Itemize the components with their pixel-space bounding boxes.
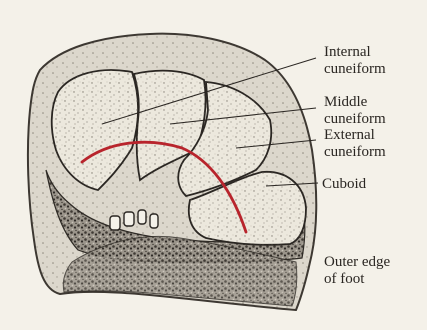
label-external-cuneiform: External cuneiform [324,127,386,160]
label-cuboid: Cuboid [322,176,367,192]
label-outer-edge-of-foot: Outer edge of foot [324,254,394,287]
label-middle-cuneiform: Middle cuneiform [324,94,386,127]
label-internal-cuneiform: Internal cuneiform [324,44,386,77]
